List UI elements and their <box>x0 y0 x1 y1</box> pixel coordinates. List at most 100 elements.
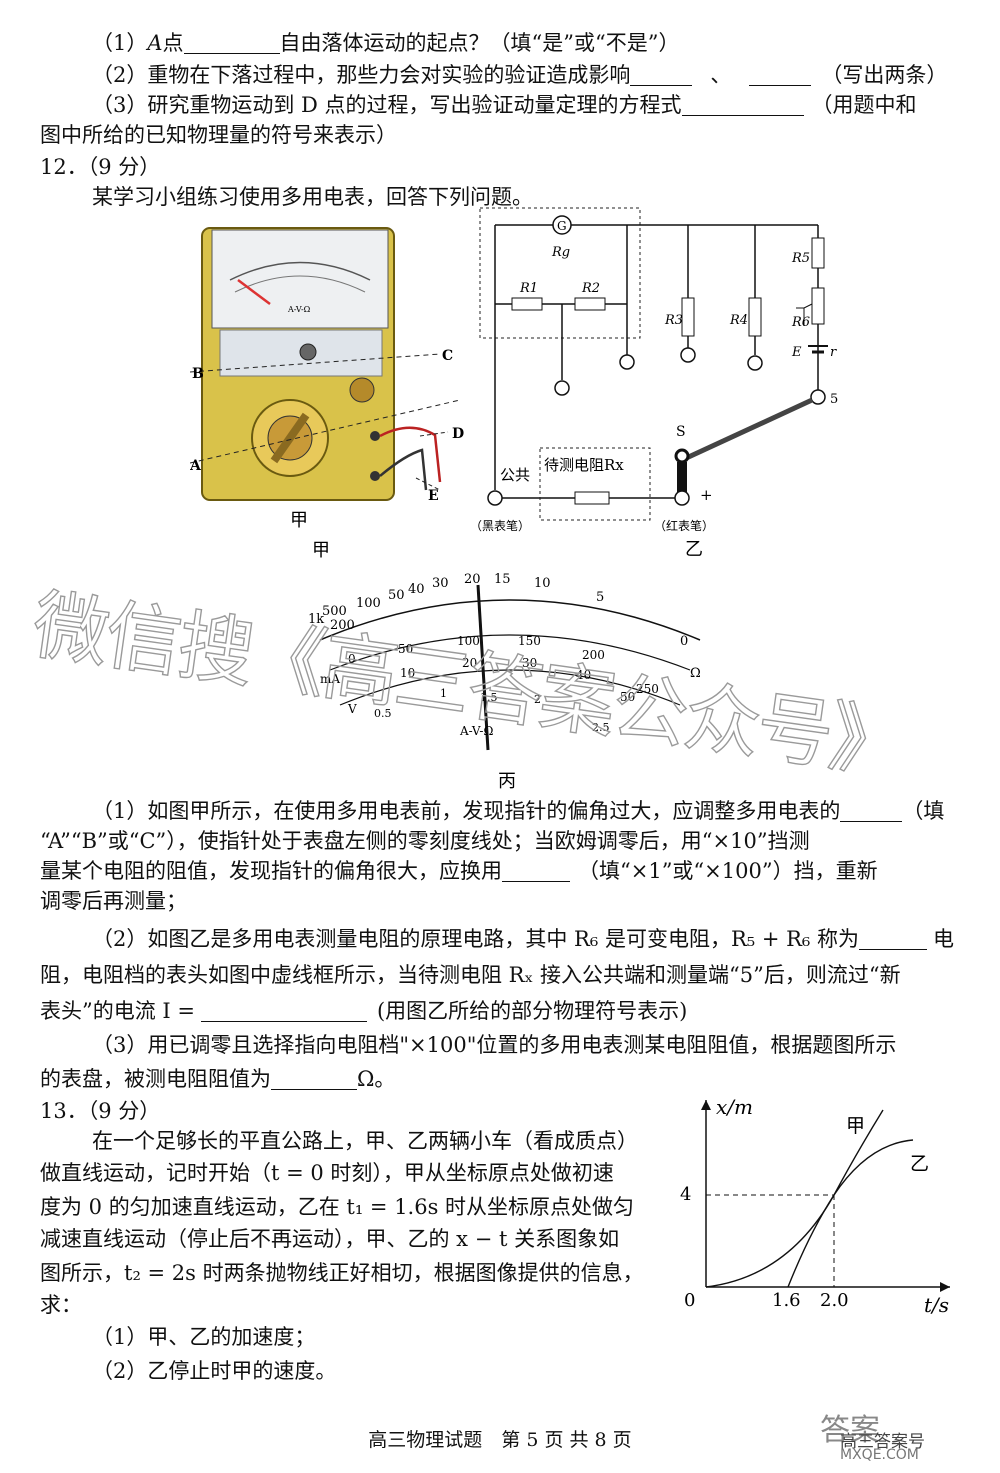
galvanometer-label: G <box>557 219 567 233</box>
q12-sub1-line2: “A”“B”或“C”），使指针处于表盘左侧的零刻度线处；当欧姆调零后，用“×10… <box>40 829 810 853</box>
terminal-5-label: 5 <box>830 392 838 407</box>
resistor-r1 <box>511 297 543 311</box>
selector-switch-arm[interactable] <box>680 397 814 463</box>
answer-blank[interactable] <box>840 799 903 822</box>
graph-origin: 0 <box>684 1290 695 1311</box>
v-tick-1: 1 <box>440 687 447 700</box>
label-a: A <box>190 458 202 474</box>
r2-label: R2 <box>581 281 600 296</box>
red-probe-lead <box>379 426 442 483</box>
answer-blank[interactable] <box>271 1067 357 1090</box>
fig-bing-caption: 丙 <box>498 771 516 792</box>
v-tick-2-5: 2.5 <box>592 721 610 734</box>
graph-ylabel: x/m <box>716 1095 753 1119</box>
q12-sub2-line2: 阻，电阻档的表头如图中虚线框所示，当待测电阻 Rₓ 接入公共端和测量端“5”后，… <box>40 963 901 987</box>
v-ticks: V 0.5 10 20 30 40 50 1 1.5 2 2.5 <box>347 656 635 734</box>
q13-text-1: 在一个足够长的平直公路上，甲、乙两辆小车（看成质点） <box>92 1129 638 1153</box>
answer-blank[interactable] <box>200 999 367 1022</box>
galvanometer <box>552 215 572 235</box>
q12-sub1-line1: （1）如图甲所示，在使用多用电表前，发现指针的偏角过大，应调整多用电表的（填 <box>40 796 970 826</box>
q12-sub2-text: （2）如图乙是多用电表测量电阻的原理电路，其中 R₆ 是可变电阻，R₅ + R₆… <box>92 927 860 951</box>
answer-blank[interactable] <box>749 63 812 86</box>
ma-arc <box>329 634 691 671</box>
ohm-tick-200: 200 <box>330 618 355 633</box>
black-probe-terminal[interactable] <box>487 490 503 506</box>
q11-p1-num: （1） <box>92 31 148 55</box>
answer-blank[interactable] <box>859 927 928 950</box>
answer-blank[interactable] <box>630 63 693 86</box>
q11-p3-text: （3）研究重物运动到 D 点的过程，写出验证动量定理的方程式 <box>92 93 682 117</box>
ma-tick-50: 50 <box>398 642 413 656</box>
r1-label: R1 <box>519 281 538 296</box>
q11-p3-hint: （用题中和 <box>811 93 917 117</box>
ma-ticks: mA 0 50 100 150 200 250 <box>320 634 659 696</box>
ohm-unit: Ω <box>690 666 701 681</box>
q13-text-2: 做直线运动，记时开始（t = 0 时刻），甲从坐标原点处做初速 <box>40 1161 614 1185</box>
resistor-rx <box>574 491 610 505</box>
v-tick-2: 2 <box>534 693 541 706</box>
q11-p2-text: （2）重物在下落过程中，那些力会对实验的验证造成影响 <box>92 63 631 87</box>
q11-p1-rest: 自由落体运动的起点？（填“是”或“不是”） <box>279 31 680 55</box>
q11-part1: （1）A点自由落体运动的起点？（填“是”或“不是”） <box>40 28 970 58</box>
terminal-1[interactable] <box>554 380 570 396</box>
dial-needle <box>476 584 490 751</box>
ohm-tick-15: 15 <box>494 572 511 587</box>
answer-blank[interactable] <box>183 31 280 54</box>
r6-label: R6 <box>791 315 810 330</box>
terminal-4[interactable] <box>747 355 763 371</box>
q13-number: 13．（9 分） <box>40 1099 161 1123</box>
q12-number: 12．（9 分） <box>40 155 161 179</box>
red-probe-terminal[interactable] <box>674 490 690 506</box>
q11-p1-text: 点 <box>162 31 184 55</box>
switch-pivot <box>677 462 687 498</box>
plus-label: + <box>700 486 713 504</box>
ma-tick-150: 150 <box>518 634 541 648</box>
curve-jia-label: 甲 <box>846 1115 865 1137</box>
v-tick-0-5: 0.5 <box>374 707 392 720</box>
corner-logo: 答案 高三答案号 MXQE.COM <box>800 1405 990 1467</box>
graph-xlabel: t/s <box>924 1293 949 1317</box>
answer-blank[interactable] <box>502 859 570 882</box>
corner-brand: 高三答案号 <box>840 1432 925 1452</box>
graph-ytick-4: 4 <box>680 1184 691 1205</box>
resistor-r3 <box>681 297 695 337</box>
rx-box-label: 待测电阻Rx <box>544 456 624 474</box>
answer-blank[interactable] <box>681 93 804 116</box>
resistor-r4 <box>748 297 762 337</box>
mechanical-zero-screw[interactable] <box>299 343 317 361</box>
label-d: D <box>452 426 464 442</box>
terminal-plus[interactable] <box>370 431 380 441</box>
resistor-r6-variable[interactable] <box>811 287 825 325</box>
v-unit: V <box>347 702 357 716</box>
label-b: B <box>192 366 204 382</box>
terminal-common[interactable] <box>370 471 380 481</box>
black-probe-label: （黑表笔） <box>470 518 530 533</box>
internal-r-label: r <box>830 345 837 360</box>
red-probe-label: （红表笔） <box>654 518 714 533</box>
terminal-5[interactable] <box>810 389 826 405</box>
v-tick-1-5: 1.5 <box>480 691 498 704</box>
ohm-tick-1k: 1k <box>308 612 324 627</box>
curve-yi-label: 乙 <box>910 1153 929 1175</box>
terminal-2[interactable] <box>619 354 635 370</box>
terminal-3[interactable] <box>680 347 696 363</box>
q12-sub2-tail: 电 <box>933 927 955 951</box>
pointer-line-a <box>190 399 461 464</box>
ohm-tick-500: 500 <box>322 604 347 619</box>
common-label: 公共 <box>500 466 530 484</box>
label-e: E <box>428 488 439 504</box>
q13-text-4: 减速直线运动（停止后不再运动），甲、乙的 x − t 关系图象如 <box>40 1227 620 1251</box>
q12-sub2-line3: 表头”的电流 I =(用图乙所给的部分物理符号表示) <box>40 996 970 1026</box>
ma-unit: mA <box>320 672 340 686</box>
q12-sub3-line1: （3）用已调零且选择指向电阻档"×100"位置的多用电表测某电阻阻值，根据题图所… <box>92 1033 897 1057</box>
q12-sub3-unit: Ω。 <box>357 1067 396 1091</box>
figure-yi-circuit: G Rg R1 R2 R3 R4 R5 R6 E r 5 S 待测电阻Rx 公共… <box>470 207 838 560</box>
ohm-zero-knob[interactable] <box>349 377 375 403</box>
ohm-arc <box>319 599 701 641</box>
q11-p2-sep: 、 <box>710 63 732 87</box>
ohm-tick-10: 10 <box>534 576 551 591</box>
ohm-tick-100: 100 <box>356 596 381 611</box>
ma-tick-0: 0 <box>348 652 356 666</box>
page-footer: 高三物理试题 第 5 页 共 8 页 <box>368 1429 632 1451</box>
